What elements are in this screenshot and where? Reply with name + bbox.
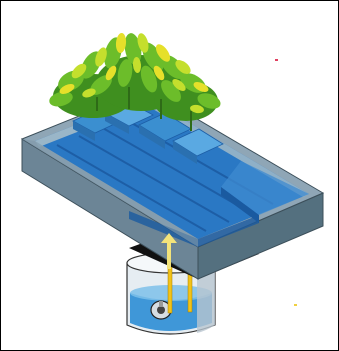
speck-2 (294, 304, 297, 306)
speck-1 (275, 59, 278, 61)
